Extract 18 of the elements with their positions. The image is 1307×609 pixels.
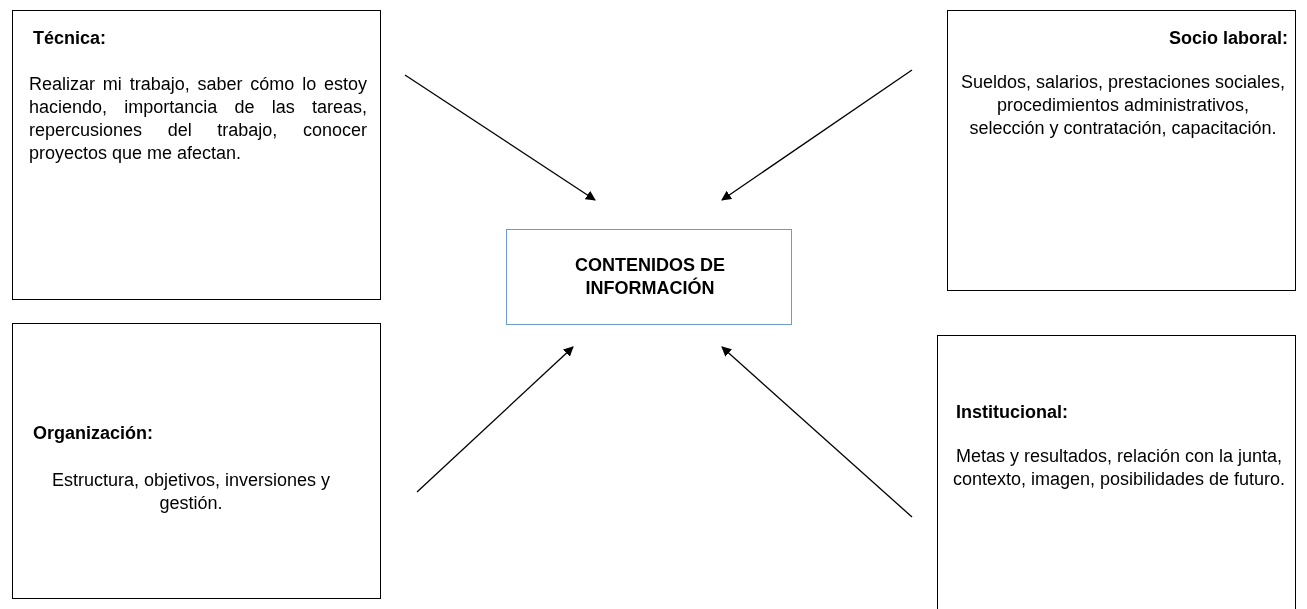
- topic-box: [12, 10, 381, 300]
- box-heading: Institucional:: [956, 401, 1069, 424]
- central-box: [506, 229, 792, 325]
- box-heading: Técnica:: [33, 27, 108, 50]
- topic-box: [937, 335, 1296, 609]
- arrow: [404, 74, 596, 201]
- box-text: Metas y resultados, relación con la junta, contexto, imagen, posibilidades de futuro.: [951, 445, 1287, 491]
- central-title: CONTENIDOS DE INFORMACIÓN: [574, 254, 726, 300]
- box-text: Estructura, objetivos, inversiones y gestión.: [50, 469, 332, 515]
- arrow: [416, 346, 574, 493]
- box-text: Sueldos, salarios, prestaciones sociales, procedimientos administrativos, selección y contratación, capacitación.: [959, 71, 1287, 140]
- topic-box: [12, 323, 381, 599]
- arrow: [721, 69, 913, 201]
- box-text: Realizar mi trabajo, saber cómo lo estoy haciendo, importancia de las tareas, repercusiones del trabajo, conocer proyectos que me afectan.: [29, 73, 367, 165]
- box-heading: Organización:: [33, 422, 154, 445]
- topic-box: [947, 10, 1296, 291]
- box-heading: Socio laboral:: [1167, 27, 1288, 50]
- arrow: [721, 346, 913, 518]
